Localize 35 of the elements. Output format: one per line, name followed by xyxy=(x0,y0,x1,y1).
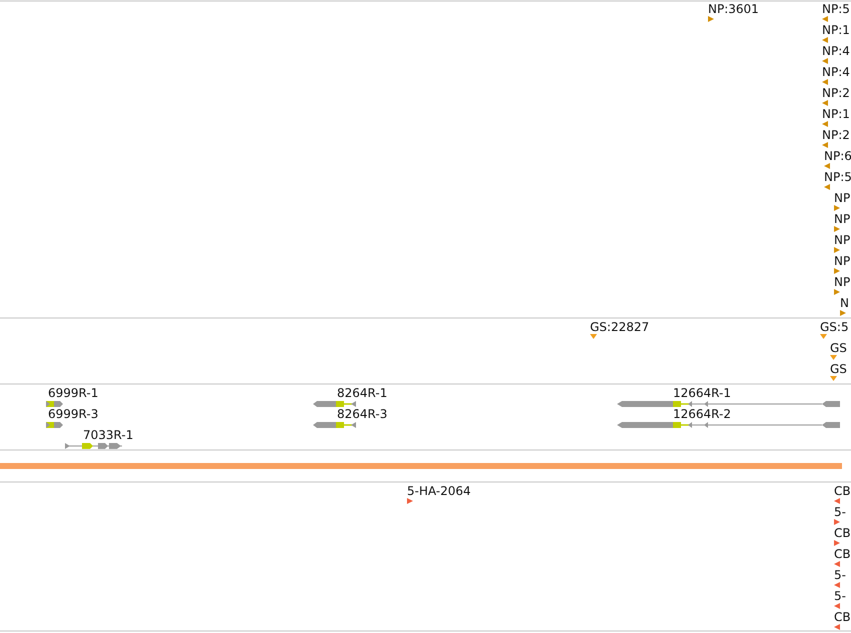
feature-label: NP:2 xyxy=(822,86,850,100)
feature-label: NP xyxy=(834,254,850,268)
feature-label: CB xyxy=(834,526,851,540)
feature-label: NP:3601 xyxy=(708,2,759,16)
feature-label: NP:4 xyxy=(822,44,850,58)
gene-label: 6999R-3 xyxy=(48,407,98,421)
feature-label: 5- xyxy=(834,568,846,582)
feature-label: NP:1 xyxy=(822,107,850,121)
feature-label: NP:6 xyxy=(824,149,851,163)
feature-label: NP:1 xyxy=(822,23,850,37)
feature-label: 5- xyxy=(834,589,846,603)
feature-label: NP:2 xyxy=(822,128,850,142)
feature-label: NP xyxy=(834,275,850,289)
feature-label: 5- xyxy=(834,505,846,519)
feature-label: CB xyxy=(834,610,851,624)
feature-label: NP:5 xyxy=(822,2,850,16)
feature-label: NP:5 xyxy=(824,170,851,184)
gene-label: 12664R-1 xyxy=(673,386,731,400)
feature-label: GS xyxy=(830,362,847,376)
feature-label: NP xyxy=(834,233,850,247)
feature-label: GS:5 xyxy=(820,320,849,334)
gene-label: 7033R-1 xyxy=(83,428,134,442)
feature-label: GS xyxy=(830,341,847,355)
gene-label: 8264R-3 xyxy=(337,407,388,421)
gene-label: 6999R-1 xyxy=(48,386,98,400)
gene-label: 12664R-2 xyxy=(673,407,731,421)
gene-label: 8264R-1 xyxy=(337,386,388,400)
feature-label: N xyxy=(840,296,849,310)
feature-label: NP xyxy=(834,191,850,205)
feature-label: NP:4 xyxy=(822,65,850,79)
feature-label: CB xyxy=(834,484,851,498)
feature-label: 5-HA-2064 xyxy=(407,484,471,498)
feature-label: NP xyxy=(834,212,850,226)
feature-label: CB xyxy=(834,547,851,561)
feature-label: GS:22827 xyxy=(590,320,650,334)
